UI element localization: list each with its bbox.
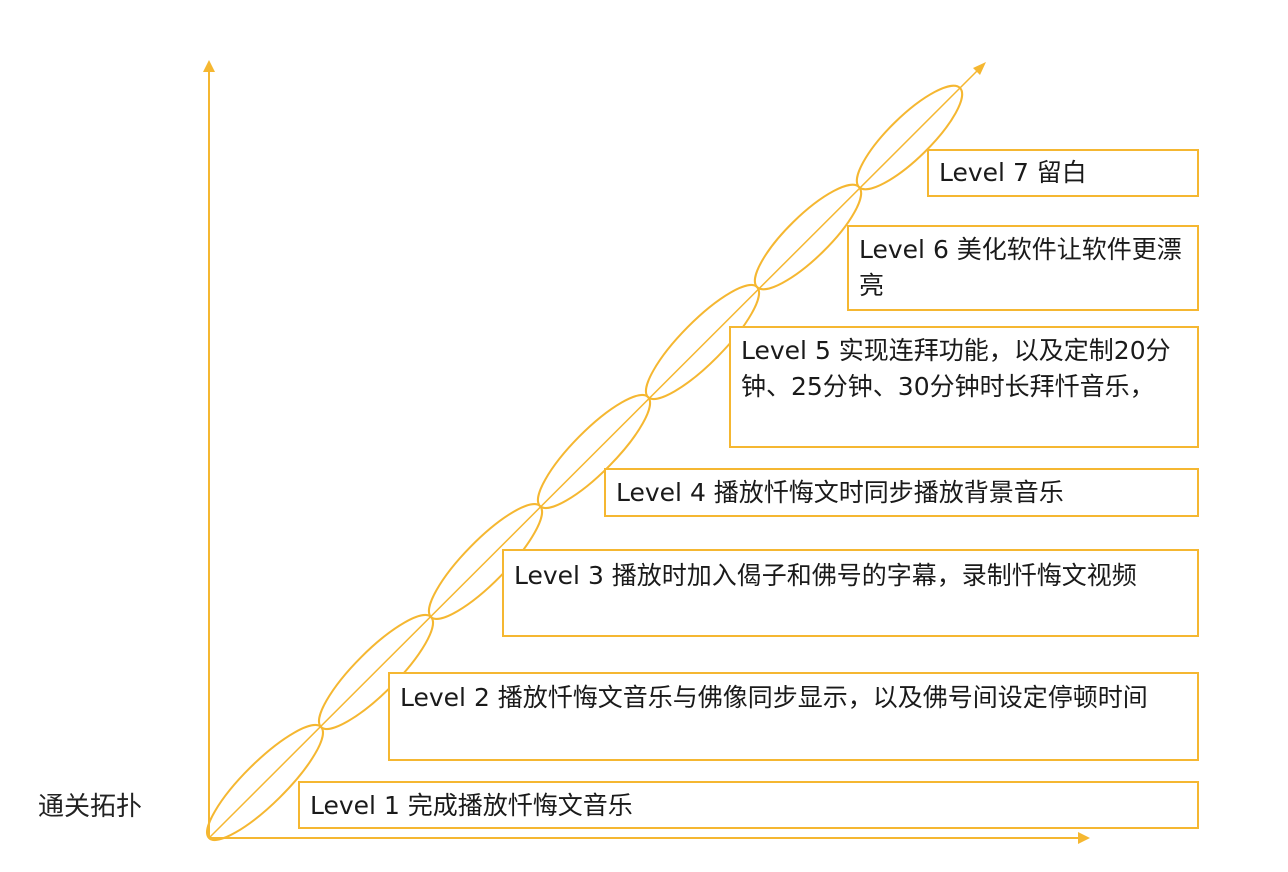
axis-arrowheads — [203, 60, 1090, 844]
level-2-box: Level 2 播放忏悔文音乐与佛像同步显示，以及佛号间设定停顿时间 — [388, 672, 1199, 761]
side-label: 通关拓扑 — [38, 792, 143, 822]
level-3-box: Level 3 播放时加入偈子和佛号的字幕，录制忏悔文视频 — [502, 549, 1199, 637]
diagonal-line — [208, 69, 979, 839]
growth-path — [206, 62, 986, 841]
axes — [208, 68, 1082, 839]
diagonal-arrowhead — [973, 62, 986, 75]
level-4-box: Level 4 播放忏悔文时同步播放背景音乐 — [604, 468, 1199, 517]
level-6-box: Level 6 美化软件让软件更漂亮 — [847, 225, 1199, 311]
level-1-box: Level 1 完成播放忏悔文音乐 — [298, 781, 1199, 829]
y-axis-arrowhead — [203, 60, 215, 72]
level-5-box: Level 5 实现连拜功能，以及定制20分钟、25分钟、30分钟时长拜忏音乐， — [729, 326, 1199, 448]
level-7-box: Level 7 留白 — [927, 149, 1199, 197]
x-axis-arrowhead — [1078, 832, 1090, 844]
